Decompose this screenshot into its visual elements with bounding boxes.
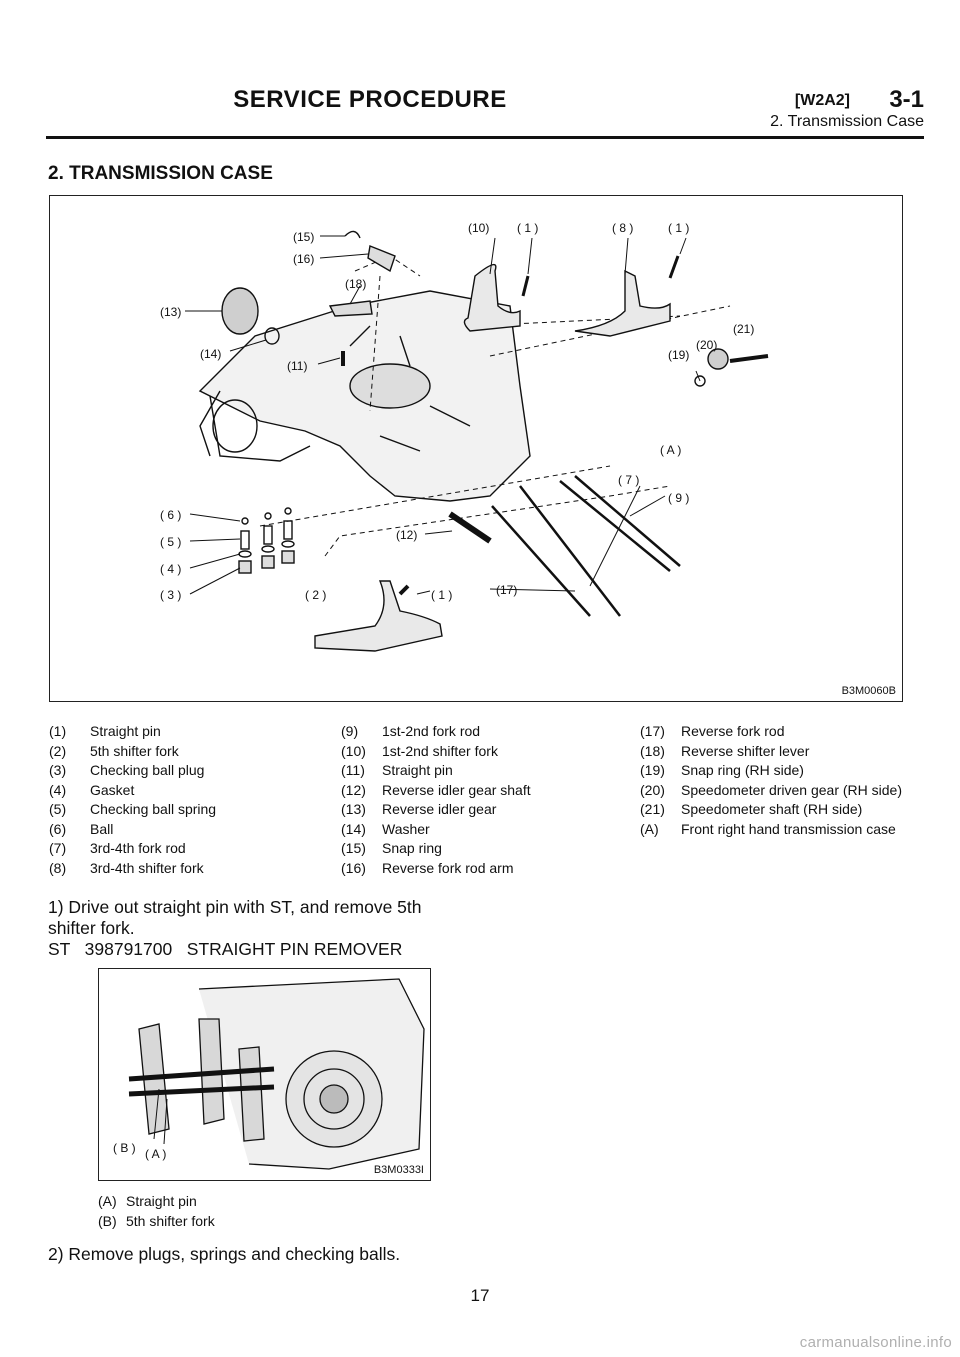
legend-item: (2)5th shifter fork bbox=[49, 742, 179, 759]
legend-item: (15)Snap ring bbox=[341, 840, 442, 856]
callout-10: (10) bbox=[468, 221, 489, 235]
legend-item: (A)Straight pin bbox=[98, 1193, 197, 1209]
callout-1b: ( 1 ) bbox=[668, 221, 689, 235]
header-title: SERVICE PROCEDURE bbox=[233, 86, 507, 113]
legend-item: (20)Speedometer driven gear (RH side) bbox=[640, 781, 902, 798]
callout-8: ( 8 ) bbox=[612, 221, 633, 235]
figure-code: B3M0060B bbox=[841, 685, 896, 697]
exploded-diagram-drawing: (15) (16) (10) ( 1 ) ( 8 ) ( 1 ) (18) (1… bbox=[160, 221, 769, 652]
legend-item: (13)Reverse idler gear bbox=[341, 801, 497, 817]
legend-item: (1)Straight pin bbox=[49, 723, 161, 739]
legend-item: (6)Ball bbox=[49, 820, 114, 837]
legend-item: (7)3rd-4th fork rod bbox=[49, 840, 186, 856]
callout-19: (19) bbox=[668, 348, 689, 362]
figure-code: B3M0333I bbox=[373, 1164, 424, 1176]
section-title: 2. TRANSMISSION CASE bbox=[48, 163, 273, 184]
header-chapter: 3-1 bbox=[889, 86, 924, 113]
legend-item: (18)Reverse shifter lever bbox=[640, 742, 810, 759]
callout-6: ( 6 ) bbox=[160, 508, 181, 522]
legend-item: (3)Checking ball plug bbox=[49, 762, 205, 778]
callout-21: (21) bbox=[733, 322, 754, 336]
callout-18: (18) bbox=[345, 277, 366, 291]
legend-column-1: (1)Straight pin (2)5th shifter fork (3)C… bbox=[49, 722, 340, 878]
legend-item: (5)Checking ball spring bbox=[49, 801, 217, 817]
straight-pin-diagram: ( B ) ( A ) B3M0333I bbox=[98, 968, 431, 1181]
fork-1st-2nd bbox=[463, 263, 521, 332]
header-code: [W2A2] bbox=[794, 92, 850, 109]
callout-13: (13) bbox=[160, 305, 181, 319]
callout-11: (11) bbox=[287, 359, 307, 373]
callout-1a: ( 1 ) bbox=[517, 221, 538, 235]
exploded-diagram: (15) (16) (10) ( 1 ) ( 8 ) ( 1 ) (18) (1… bbox=[49, 195, 903, 702]
legend-2: (A)Straight pin (B)5th shifter fork bbox=[98, 1192, 215, 1231]
callout-14: (14) bbox=[200, 347, 221, 361]
callout-17: (17) bbox=[496, 583, 517, 597]
legend-item: (12)Reverse idler gear shaft bbox=[341, 781, 531, 798]
legend-item: (21)Speedometer shaft (RH side) bbox=[640, 801, 863, 817]
callout-2: ( 2 ) bbox=[305, 588, 326, 602]
legend-item: (14)Washer bbox=[341, 820, 430, 837]
callout-5: ( 5 ) bbox=[160, 535, 181, 549]
step-1-line-1: 1) Drive out straight pin with ST, and r… bbox=[48, 897, 422, 917]
fork-5th bbox=[314, 580, 443, 652]
callout-7: ( 7 ) bbox=[618, 473, 639, 487]
legend-item: (17)Reverse fork rod bbox=[640, 723, 785, 739]
legend-item: (4)Gasket bbox=[49, 781, 135, 798]
callout-9: ( 9 ) bbox=[668, 491, 689, 505]
callout-b: ( B ) bbox=[113, 1141, 136, 1155]
callout-a: ( A ) bbox=[660, 443, 681, 457]
legend-column-3: (17)Reverse fork rod (18)Reverse shifter… bbox=[640, 722, 931, 839]
legend-item: (16)Reverse fork rod arm bbox=[341, 859, 514, 876]
legend-item: (11)Straight pin bbox=[341, 762, 453, 778]
legend-item: (19)Snap ring (RH side) bbox=[640, 762, 804, 778]
step-2: 2) Remove plugs, springs and checking ba… bbox=[48, 1244, 401, 1264]
legend-item: (8)3rd-4th shifter fork bbox=[49, 859, 204, 876]
straight-pin-diagram-drawing: ( B ) ( A ) bbox=[113, 978, 425, 1170]
legend-item: (10)1st-2nd shifter fork bbox=[341, 742, 498, 759]
header-rule bbox=[46, 136, 924, 139]
legend-item: (9)1st-2nd fork rod bbox=[341, 723, 481, 739]
callout-3: ( 3 ) bbox=[160, 588, 181, 602]
legend-column-2: (9)1st-2nd fork rod (10)1st-2nd shifter … bbox=[341, 722, 632, 878]
watermark: carmanualsonline.info bbox=[799, 1334, 952, 1351]
callout-20: (20) bbox=[696, 338, 717, 352]
reverse-idler-gear bbox=[221, 287, 259, 335]
special-tool-line: ST 398791700 STRAIGHT PIN REMOVER bbox=[48, 939, 403, 959]
step-1-line-2: shifter fork. bbox=[48, 918, 135, 938]
callout-12: (12) bbox=[396, 528, 417, 542]
callout-16: (16) bbox=[293, 252, 314, 266]
legend-item: (B)5th shifter fork bbox=[98, 1212, 215, 1229]
header-subtitle: 2. Transmission Case bbox=[770, 113, 924, 130]
step-1: 1) Drive out straight pin with ST, and r… bbox=[48, 897, 422, 960]
page-number: 17 bbox=[470, 1286, 490, 1305]
legend-item: (A)Front right hand transmission case bbox=[640, 820, 896, 837]
callout-15: (15) bbox=[293, 230, 314, 244]
callout-4: ( 4 ) bbox=[160, 562, 181, 576]
fork-3rd-4th bbox=[574, 269, 671, 337]
callout-1c: ( 1 ) bbox=[431, 588, 452, 602]
callout-a2: ( A ) bbox=[145, 1147, 166, 1161]
